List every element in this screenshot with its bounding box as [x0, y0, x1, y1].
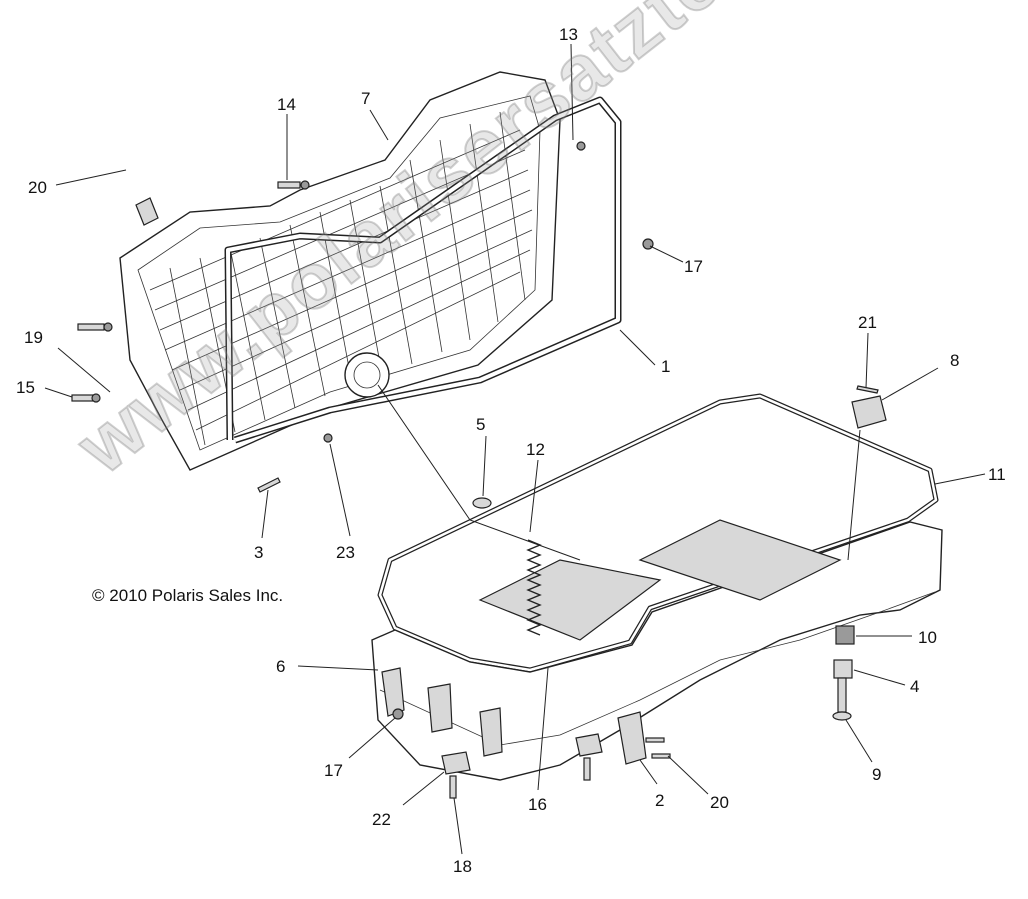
callout-17-upper: 17 [684, 257, 703, 276]
callout-9: 9 [872, 765, 881, 784]
bolt-18b [583, 757, 591, 781]
callout-20-lower: 20 [710, 793, 729, 812]
storage-lid-assembly [119, 71, 622, 471]
callout-17-lower: 17 [324, 761, 343, 780]
callout-23: 23 [336, 543, 355, 562]
bolt-14 [277, 181, 301, 189]
latch-8 [851, 395, 887, 429]
screw-20b-1 [645, 737, 665, 743]
callout-2: 2 [655, 791, 664, 810]
release-cable [377, 384, 581, 561]
callout-3: 3 [254, 543, 263, 562]
callout-12: 12 [526, 440, 545, 459]
lid-inner-rim [137, 95, 541, 451]
tub-clip-3 [479, 707, 503, 757]
lid-seal-inner [378, 394, 938, 672]
bracket-22a [441, 751, 471, 775]
callout-15: 15 [16, 378, 35, 397]
bolt-19 [77, 323, 105, 331]
callout-11: 11 [988, 465, 1006, 484]
latch-20a [135, 197, 159, 226]
callout-5: 5 [476, 415, 485, 434]
bracket-22b [575, 733, 603, 757]
bolt-18a [449, 775, 457, 799]
spring-12 [526, 539, 542, 636]
callout-7: 7 [361, 89, 370, 108]
callout-18: 18 [453, 857, 472, 876]
callout-1: 1 [661, 357, 670, 376]
callout-13: 13 [559, 25, 578, 44]
callout-10: 10 [918, 628, 937, 647]
screw-20b-2 [651, 753, 671, 759]
callout-8: 8 [950, 351, 959, 370]
tub-clip-4 [617, 711, 647, 765]
bumper-10 [835, 625, 855, 645]
pin-21 [856, 385, 879, 394]
lid-emblem [344, 352, 390, 398]
callout-20-upper: 20 [28, 178, 47, 197]
callout-16: 16 [528, 795, 547, 814]
lid-emblem-inner [353, 361, 381, 389]
callout-4: 4 [910, 677, 919, 696]
pin-3 [257, 477, 281, 493]
tub-front-wall [379, 591, 936, 746]
tub-body [371, 521, 943, 781]
callout-14: 14 [277, 95, 296, 114]
washer-9 [832, 711, 852, 721]
tub-clip-2 [427, 683, 453, 733]
tub-clip-1 [381, 667, 405, 717]
nut-13 [576, 141, 586, 151]
lid-hardware [71, 141, 654, 493]
nut-15 [91, 393, 101, 403]
nut-17a [642, 238, 654, 250]
washer-23 [323, 433, 333, 443]
storage-box-assembly [371, 384, 943, 799]
copyright-notice: © 2010 Polaris Sales Inc. [92, 586, 284, 605]
bumper-5 [472, 497, 492, 509]
callout-19: 19 [24, 328, 43, 347]
callout-22: 22 [372, 810, 391, 829]
leader-lines [44, 43, 986, 855]
nut-19 [103, 322, 113, 332]
spacer-4 [833, 659, 853, 679]
callout-21: 21 [858, 313, 877, 332]
latch-cable [847, 429, 861, 561]
callout-labels: 20 14 7 13 17 1 19 15 21 8 5 12 11 3 23 … [16, 25, 1006, 876]
nut-14 [300, 180, 310, 190]
rack-frame-inner [226, 98, 620, 442]
tub-floor-right [638, 519, 842, 601]
bolt-9-shank [837, 677, 847, 713]
callout-6: 6 [276, 657, 285, 676]
lid-grid [149, 111, 533, 446]
tub-floor-center [478, 559, 662, 641]
nut-17b [392, 708, 404, 720]
